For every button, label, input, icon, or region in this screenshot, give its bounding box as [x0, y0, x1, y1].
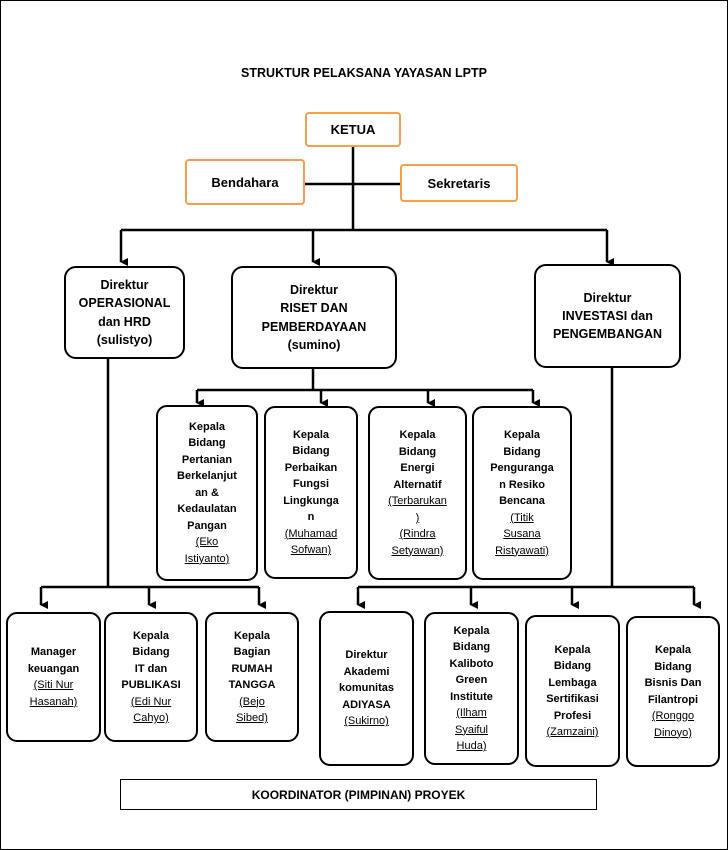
- unit-rumahtangga-person: (Bejo Sibed): [236, 695, 268, 725]
- bendahara-label: Bendahara: [211, 174, 279, 190]
- unit-sertifikasi-title: Kepala Bidang Lembaga Sertifikasi Profes…: [546, 643, 599, 722]
- unit-akademi-title: Direktur Akademi komunitas ADIYASA: [338, 649, 394, 711]
- unit-keuangan-title: Manager keuangan: [27, 646, 80, 675]
- unit-keuangan-person: (Siti Nur Hasanah): [29, 679, 78, 708]
- kabid-bencana-title: Kepala Bidang Penguranga n Resiko Bencan…: [490, 429, 554, 507]
- ketua-box: KETUA: [305, 112, 401, 147]
- sekretaris-box: Sekretaris: [400, 164, 518, 202]
- koordinator-label: KOORDINATOR (PIMPINAN) PROYEK: [251, 787, 466, 802]
- director-operasional-title: Direktur OPERASIONAL dan HRD: [78, 278, 171, 329]
- kabid-lingkungan-box: Kepala Bidang Perbaikan Fungsi Lingkunga…: [264, 406, 358, 579]
- kabid-energi-title: Kepala Bidang Energi Alternatif: [393, 429, 442, 491]
- unit-kaliboto-person: (Ilham Syaiful Huda): [454, 707, 489, 752]
- director-investasi-box: Direktur INVESTASI dan PENGEMBANGAN: [534, 264, 681, 368]
- unit-bisnis-box: Kepala Bidang Bisnis Dan Filantropi (Ron…: [626, 616, 720, 767]
- ketua-label: KETUA: [330, 122, 376, 137]
- director-riset-person: (sumino): [287, 337, 341, 352]
- kabid-pertanian-title: Kepala Bidang Pertanian Berkelanjut an &…: [177, 420, 237, 532]
- unit-akademi-box: Direktur Akademi komunitas ADIYASA (Suki…: [319, 611, 414, 766]
- unit-akademi-person: (Sukirno): [344, 715, 389, 728]
- unit-rumahtangga-title: Kepala Bagian RUMAH TANGGA: [228, 629, 276, 692]
- unit-kaliboto-title: Kepala Bidang Kaliboto Green Institute: [449, 624, 494, 703]
- unit-rumahtangga-box: Kepala Bagian RUMAH TANGGA (Bejo Sibed): [205, 612, 299, 742]
- kabid-energi-box: Kepala Bidang Energi Alternatif (Terbaru…: [368, 406, 467, 580]
- unit-sertifikasi-box: Kepala Bidang Lembaga Sertifikasi Profes…: [525, 615, 620, 767]
- kabid-pertanian-box: Kepala Bidang Pertanian Berkelanjut an &…: [156, 405, 258, 581]
- director-riset-title: Direktur RISET DAN PEMBERDAYAAN: [261, 283, 367, 334]
- kabid-energi-person: (Terbarukan ) (Rindra Setyawan): [388, 495, 447, 557]
- kabid-bencana-person: (Titik Susana Ristyawati): [495, 511, 549, 557]
- kabid-bencana-box: Kepala Bidang Penguranga n Resiko Bencan…: [472, 406, 572, 580]
- unit-it-title: Kepala Bidang IT dan PUBLIKASI: [121, 629, 181, 692]
- unit-sertifikasi-person: (Zamzaini): [546, 726, 599, 738]
- bendahara-box: Bendahara: [185, 159, 305, 205]
- kabid-lingkungan-person: (Muhamad Sofwan): [284, 527, 338, 557]
- koordinator-box: KOORDINATOR (PIMPINAN) PROYEK: [120, 779, 597, 810]
- unit-it-person: (Edi Nur Cahyo): [130, 695, 172, 725]
- director-operasional-box: Direktur OPERASIONAL dan HRD (sulistyo): [64, 266, 185, 359]
- unit-it-box: Kepala Bidang IT dan PUBLIKASI (Edi Nur …: [104, 612, 198, 742]
- unit-bisnis-person: (Ronggo Dinoyo): [651, 710, 695, 739]
- chart-title: STRUKTUR PELAKSANA YAYASAN LPTP: [241, 66, 487, 80]
- sekretaris-label: Sekretaris: [427, 175, 491, 191]
- unit-keuangan-box: Manager keuangan (Siti Nur Hasanah): [6, 612, 101, 742]
- director-operasional-person: (sulistyo): [96, 332, 153, 347]
- kabid-pertanian-person: (Eko Istiyanto): [184, 536, 230, 565]
- director-riset-box: Direktur RISET DAN PEMBERDAYAAN (sumino): [231, 266, 397, 369]
- unit-bisnis-title: Kepala Bidang Bisnis Dan Filantropi: [644, 644, 702, 706]
- director-investasi-title: Direktur INVESTASI dan PENGEMBANGAN: [552, 290, 663, 342]
- kabid-lingkungan-title: Kepala Bidang Perbaikan Fungsi Lingkunga…: [283, 428, 339, 524]
- unit-kaliboto-box: Kepala Bidang Kaliboto Green Institute (…: [424, 612, 519, 765]
